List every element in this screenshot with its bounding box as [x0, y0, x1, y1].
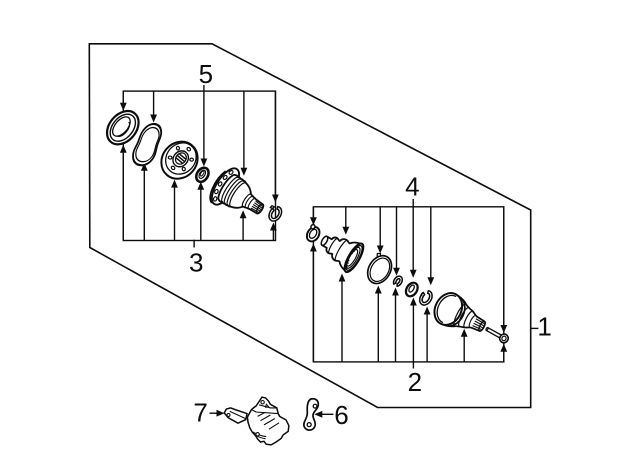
svg-text:1: 1 — [537, 312, 551, 342]
svg-text:2: 2 — [408, 367, 422, 397]
svg-text:7: 7 — [193, 397, 207, 427]
svg-text:6: 6 — [334, 400, 348, 430]
svg-text:4: 4 — [405, 171, 419, 201]
svg-text:5: 5 — [199, 59, 213, 89]
svg-text:3: 3 — [189, 248, 203, 278]
